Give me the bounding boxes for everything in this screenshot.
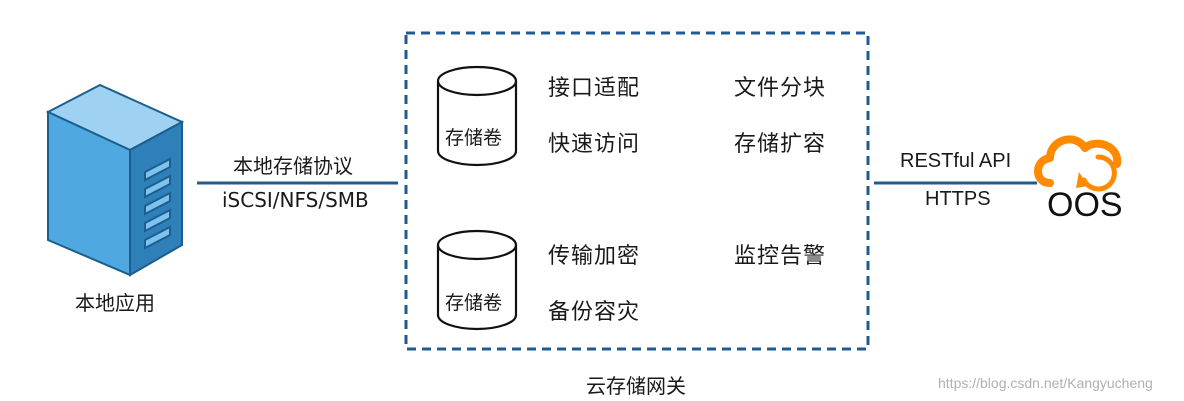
watermark: https://blog.csdn.net/Kangyucheng	[938, 375, 1153, 391]
feature-interface-adapt: 接口适配	[548, 76, 641, 101]
feature-file-chunking: 文件分块	[734, 76, 827, 101]
feature-backup-dr: 备份容灾	[548, 300, 641, 325]
feature-fast-access: 快速访问	[548, 132, 641, 157]
local-protocol-label: 本地存储协议	[233, 154, 353, 178]
storage-volume-cylinder-1	[436, 65, 518, 167]
oos-label: OOS	[1047, 186, 1123, 224]
local-protocols-list: iSCSI/NFS/SMB	[222, 188, 369, 212]
storage-volume-label-2: 存储卷	[445, 292, 503, 314]
restful-api-label: RESTful API	[900, 150, 1012, 172]
https-label: HTTPS	[925, 188, 991, 210]
gateway-box	[404, 31, 870, 351]
server-icon	[45, 83, 185, 277]
feature-monitoring-alerts: 监控告警	[734, 244, 827, 269]
storage-volume-cylinder-2	[436, 229, 518, 331]
feature-storage-expansion: 存储扩容	[734, 132, 827, 157]
oos-cloud-icon	[1034, 135, 1122, 192]
server-label: 本地应用	[75, 291, 155, 315]
gateway-title: 云存储网关	[586, 374, 686, 398]
storage-volume-label-1: 存储卷	[445, 127, 503, 149]
feature-transfer-encryption: 传输加密	[548, 244, 641, 269]
